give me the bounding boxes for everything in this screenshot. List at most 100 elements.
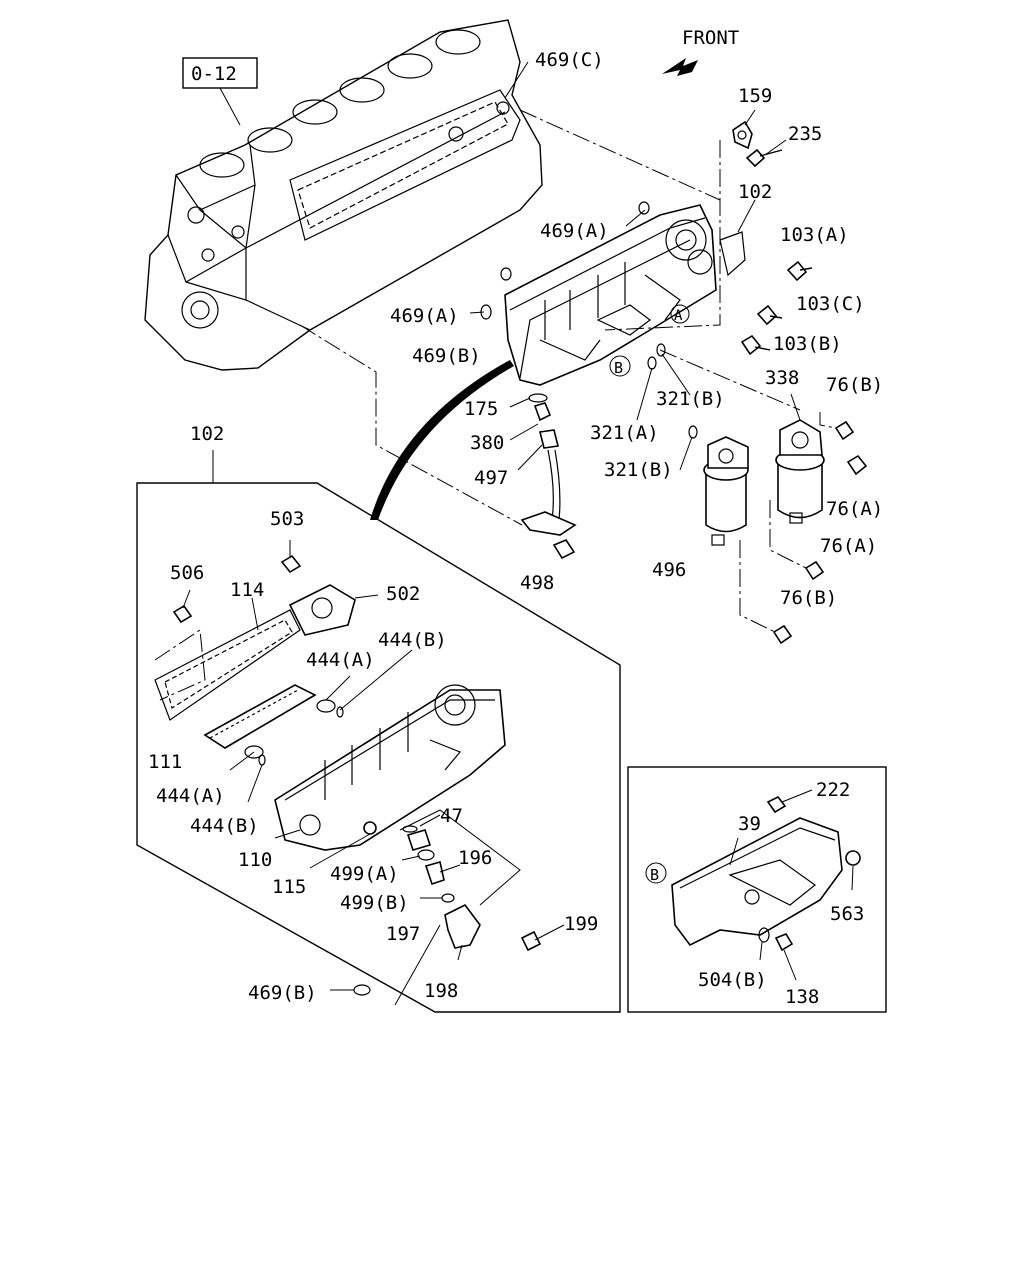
detail-ring-444b-2	[258, 754, 266, 766]
detail-nut-563	[845, 850, 861, 866]
detail-plug-115	[363, 821, 377, 835]
detail-element-111	[203, 684, 317, 749]
align-line-4	[659, 349, 801, 411]
mark-a-circle	[670, 304, 690, 324]
callout-497: 497	[474, 467, 508, 489]
callout-321a: 321(A)	[590, 422, 659, 444]
callout-499b: 499(B)	[340, 892, 409, 914]
detail-box-102	[136, 482, 621, 1013]
bolt-103a	[786, 260, 813, 282]
oil-cooler-assembly	[504, 204, 746, 386]
ref-box-label: 0-12	[191, 63, 237, 85]
callout-469a-1: 469(A)	[540, 220, 609, 242]
align-line-2	[519, 109, 721, 201]
o-ring-469a-2	[500, 267, 512, 281]
bolt-76b-1	[834, 420, 855, 441]
detail-ring-444b-1	[336, 706, 344, 718]
callout-103a: 103(A)	[780, 224, 849, 246]
o-ring-321b-1	[656, 343, 666, 357]
callout-102-box: 102	[190, 423, 224, 445]
callout-235: 235	[788, 123, 822, 145]
detail-nut-138	[774, 933, 794, 952]
callout-115: 115	[272, 876, 306, 898]
callout-175: 175	[464, 398, 498, 420]
callout-502: 502	[386, 583, 420, 605]
bolt-76a-1	[846, 454, 868, 476]
align-line-7	[819, 412, 837, 429]
callout-103b: 103(B)	[773, 333, 842, 355]
callout-197: 197	[386, 923, 420, 945]
detail-housing-110	[274, 684, 506, 851]
bolt-159	[732, 120, 753, 150]
bolt-103c	[756, 304, 783, 326]
engine-block	[144, 19, 543, 371]
callout-76a-1: 76(A)	[826, 498, 883, 520]
ref-leader	[219, 87, 241, 126]
callout-444a-2: 444(A)	[156, 785, 225, 807]
detail-gasket-444a-2	[244, 745, 264, 759]
callout-labels: 469(C) 159 235 102 469(A) 103(A) 469(A) …	[148, 49, 883, 1008]
detail-valve-47	[402, 825, 432, 851]
callout-leaders	[182, 61, 854, 991]
callout-47: 47	[440, 805, 463, 827]
mark-b-main-circle	[609, 355, 631, 377]
align-line-6	[769, 500, 807, 569]
mark-a: A	[674, 308, 683, 324]
callout-138: 138	[785, 986, 819, 1008]
bolt-76b-2	[772, 624, 793, 645]
detail-bolt-199	[520, 930, 542, 952]
callout-199: 199	[564, 913, 598, 935]
align-line-1	[299, 324, 523, 526]
o-ring-321a	[647, 356, 657, 370]
callout-499a: 499(A)	[330, 863, 399, 885]
callout-321b-1: 321(B)	[656, 388, 725, 410]
callout-39: 39	[738, 813, 761, 835]
callout-196: 196	[458, 847, 492, 869]
mark-b-main: B	[614, 359, 623, 377]
bolt-498	[552, 539, 576, 560]
callout-469b-1: 469(B)	[412, 345, 481, 367]
o-ring-469a-1	[638, 201, 650, 215]
callout-102-top: 102	[738, 181, 772, 203]
callout-498: 498	[520, 572, 554, 594]
detail-fitting-198	[444, 903, 481, 949]
callout-469c: 469(C)	[535, 49, 604, 71]
align-line-5	[739, 540, 776, 633]
callout-111: 111	[148, 751, 182, 773]
o-ring-321b-2	[688, 425, 698, 439]
callout-503: 503	[270, 508, 304, 530]
callout-444b-2: 444(B)	[190, 815, 259, 837]
bolt-235	[745, 148, 783, 168]
callout-103c: 103(C)	[796, 293, 865, 315]
callout-506: 506	[170, 562, 204, 584]
mark-b-detail-circle	[645, 862, 667, 884]
front-label: FRONT	[682, 27, 739, 49]
detail-bolt-506	[172, 604, 193, 624]
callout-114: 114	[230, 579, 264, 601]
detail-switch-196	[424, 860, 445, 886]
detail-gasket-444a-1	[316, 699, 336, 713]
callout-222: 222	[816, 779, 850, 801]
bolt-103b	[740, 334, 771, 356]
mark-b-detail: B	[650, 866, 659, 884]
detail-ring-197	[441, 893, 455, 903]
oil-filter-496	[703, 436, 749, 546]
oil-pipe-497	[520, 393, 577, 536]
callout-76b-2: 76(B)	[780, 587, 837, 609]
detail-bolt-503	[280, 554, 302, 574]
callout-444a-1: 444(A)	[306, 649, 375, 671]
callout-110: 110	[238, 849, 272, 871]
callout-321b-2: 321(B)	[604, 459, 673, 481]
callout-469b-2: 469(B)	[248, 982, 317, 1004]
bolt-76a-2	[804, 560, 825, 581]
callout-338: 338	[765, 367, 799, 389]
oil-filter-338	[775, 419, 825, 524]
detail-washer-504b	[758, 927, 770, 943]
detail-bolt-222	[766, 795, 787, 814]
callout-76a-2: 76(A)	[820, 535, 877, 557]
detail-gasket-114	[154, 609, 301, 721]
callout-444b-1: 444(B)	[378, 629, 447, 651]
callout-504b: 504(B)	[698, 969, 767, 991]
